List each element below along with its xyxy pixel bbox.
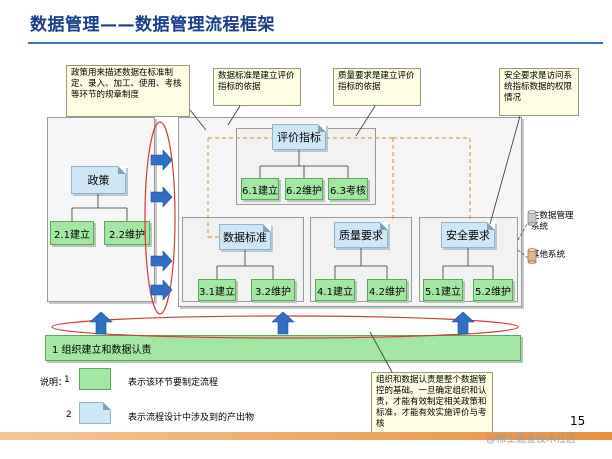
standard-item-build-label: 3.1建立: [199, 286, 235, 298]
callout-standard: 数据标准是建立评价指标的依据: [213, 68, 301, 106]
page-number: 15: [570, 414, 586, 428]
title-underline: [28, 42, 603, 44]
policy-item-build[interactable]: 2.1建立: [50, 221, 94, 245]
security-item-build-label: 5.1建立: [425, 286, 461, 298]
policy-item-build-label: 2.1建立: [54, 229, 90, 241]
security-item-build[interactable]: 5.1建立: [423, 279, 463, 301]
policy-panel: [47, 117, 155, 302]
other-db-icon: [527, 248, 537, 264]
database-cylinders: [527, 210, 537, 264]
system-other: 其他系统: [531, 250, 566, 260]
evaluation-item-build[interactable]: 6.1建立: [241, 178, 279, 200]
policy-item-maintain-label: 2.2维护: [109, 229, 145, 241]
quality-title: 质量要求: [339, 229, 383, 242]
standard-item-build[interactable]: 3.1建立: [198, 279, 236, 301]
security-item-maintain[interactable]: 5.2维护: [473, 279, 513, 301]
sub-tree-lines: [216, 248, 494, 279]
policy-title: 政策: [87, 174, 110, 187]
evaluation-item-assess[interactable]: 6.3考核: [328, 178, 368, 200]
legend-swatch-green: [79, 368, 111, 390]
evaluation-item-maintain[interactable]: 6.2维护: [285, 178, 323, 200]
evaluation-title: 评价指标: [277, 131, 321, 144]
evaluation-item-maintain-label: 6.2维护: [286, 185, 322, 197]
foundation-arrows: [89, 311, 475, 335]
evaluation-item-assess-label: 6.3考核: [330, 185, 366, 197]
highlight-ellipses: [51, 121, 519, 339]
legend-num-2: 2: [66, 410, 72, 420]
callout-pointers: [189, 105, 521, 373]
legend-num-1: 1: [64, 375, 70, 385]
page-title: 数据管理——数据管理流程框架: [30, 15, 275, 35]
security-title: 安全要求: [446, 229, 490, 242]
callout-security: 安全要求是访问系统指标数据的权限情况: [499, 68, 579, 116]
callout-quality: 质量要求是建立评价指标的依据: [333, 68, 421, 106]
legend-text-2: 表示流程设计中涉及到的产出物: [128, 413, 255, 423]
legend-text-1: 表示该环节要制定流程: [128, 378, 219, 388]
quality-box[interactable]: 质量要求: [334, 222, 388, 248]
dashed-connectors: [207, 137, 471, 238]
quality-item-maintain-label: 4.2维护: [369, 286, 405, 298]
quality-item-build-label: 4.1建立: [317, 286, 353, 298]
callout-organization: 组织和数据认责是整个数据管控的基础。一旦确定组织和认责，才能有效制定相关政策和标…: [371, 372, 493, 434]
evaluation-tree-lines: [259, 150, 349, 178]
foundation-bar[interactable]: 1 组织建立和数据认责: [45, 335, 521, 361]
standard-item-maintain-label: 3.2维护: [255, 286, 291, 298]
security-box[interactable]: 安全要求: [441, 222, 495, 248]
standard-title: 数据标准: [223, 231, 267, 244]
quality-item-maintain[interactable]: 4.2维护: [367, 279, 407, 301]
foundation-label: 1 组织建立和数据认责: [52, 344, 152, 356]
system-connectors: [517, 221, 529, 259]
master-data-db-icon: [527, 210, 537, 226]
policy-tree-lines: [71, 194, 128, 221]
legend-label: 说明：: [40, 378, 68, 388]
security-item-maintain-label: 5.2维护: [475, 286, 511, 298]
legend-swatch-blue: [79, 402, 111, 424]
system-master-data: 主数据管理系统: [531, 211, 574, 232]
standard-box[interactable]: 数据标准: [219, 224, 271, 250]
policy-box[interactable]: 政策: [71, 166, 126, 194]
evaluation-item-build-label: 6.1建立: [242, 185, 278, 197]
quality-item-build[interactable]: 4.1建立: [315, 279, 355, 301]
link-arrows: [150, 149, 173, 301]
bottom-bar: [0, 432, 612, 440]
policy-item-maintain[interactable]: 2.2维护: [104, 221, 150, 245]
standard-item-maintain[interactable]: 3.2维护: [251, 279, 295, 301]
watermark: @稀土掘金技术社区: [486, 434, 576, 445]
evaluation-box[interactable]: 评价指标: [272, 124, 326, 150]
callout-policy: 政策用来描述数据在标准制定、录入、加工、使用、考核等环节的规章制度: [66, 65, 190, 117]
